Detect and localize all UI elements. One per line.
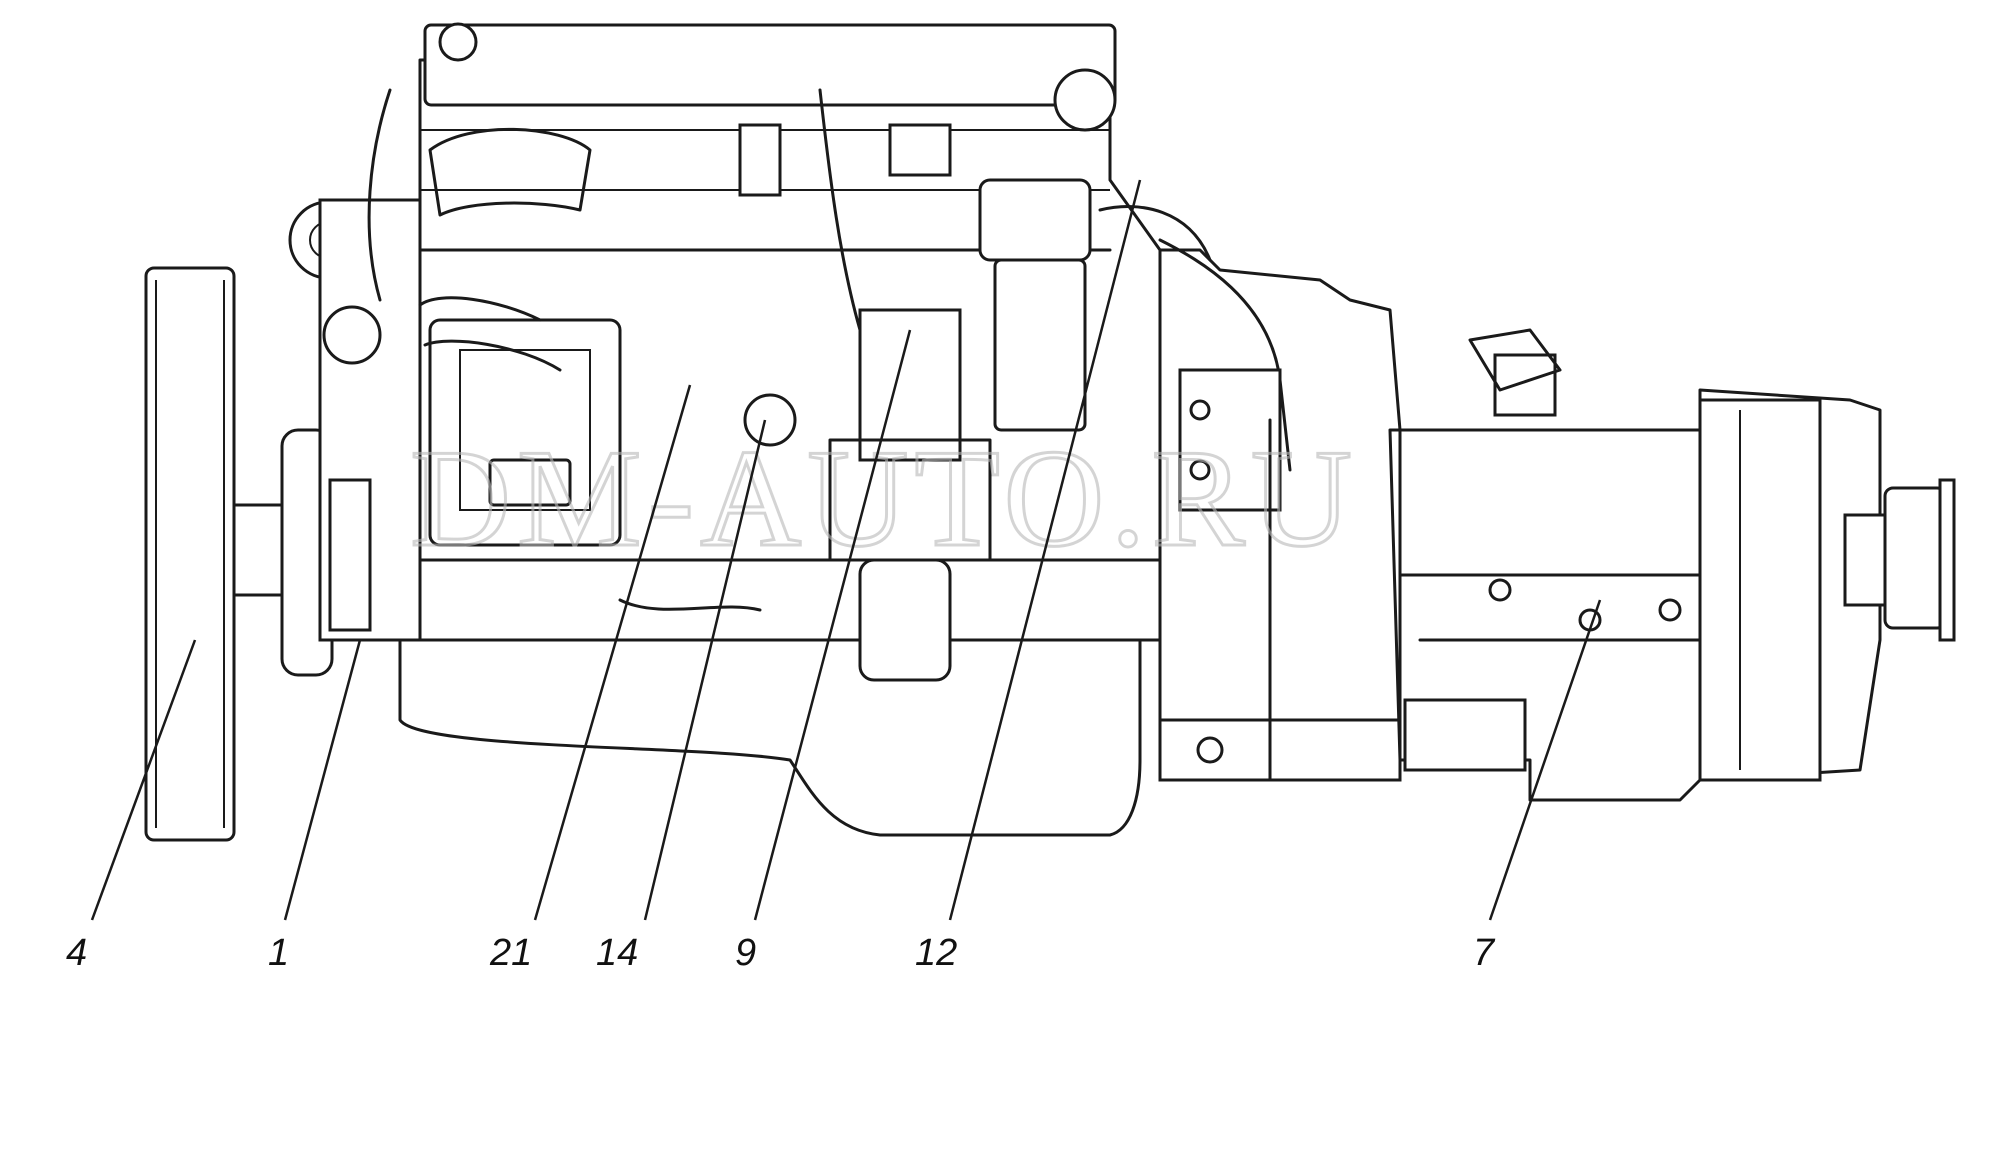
- watermark: DM-AUTO.RU: [410, 421, 1358, 576]
- callout-4: 4: [66, 932, 87, 974]
- oil-filter: [743, 308, 992, 682]
- bell-housing: [1158, 248, 1402, 782]
- fan-pulley: [144, 266, 334, 842]
- callout-12: 12: [915, 932, 957, 974]
- leader-lines: [90, 179, 1602, 921]
- callout-14: 14: [596, 932, 638, 974]
- oil-pan: [398, 638, 1142, 837]
- valve-cover: [423, 22, 1117, 217]
- ecu-unit: [418, 296, 622, 547]
- fuel-filter: [978, 178, 1212, 432]
- gearbox: [1388, 328, 1956, 802]
- callout-7: 7: [1473, 932, 1496, 974]
- callout-1: 1: [268, 932, 289, 974]
- callout-9: 9: [735, 932, 756, 974]
- callout-21: 21: [489, 932, 532, 974]
- front-cover: [288, 198, 422, 642]
- hoses: [367, 88, 1292, 612]
